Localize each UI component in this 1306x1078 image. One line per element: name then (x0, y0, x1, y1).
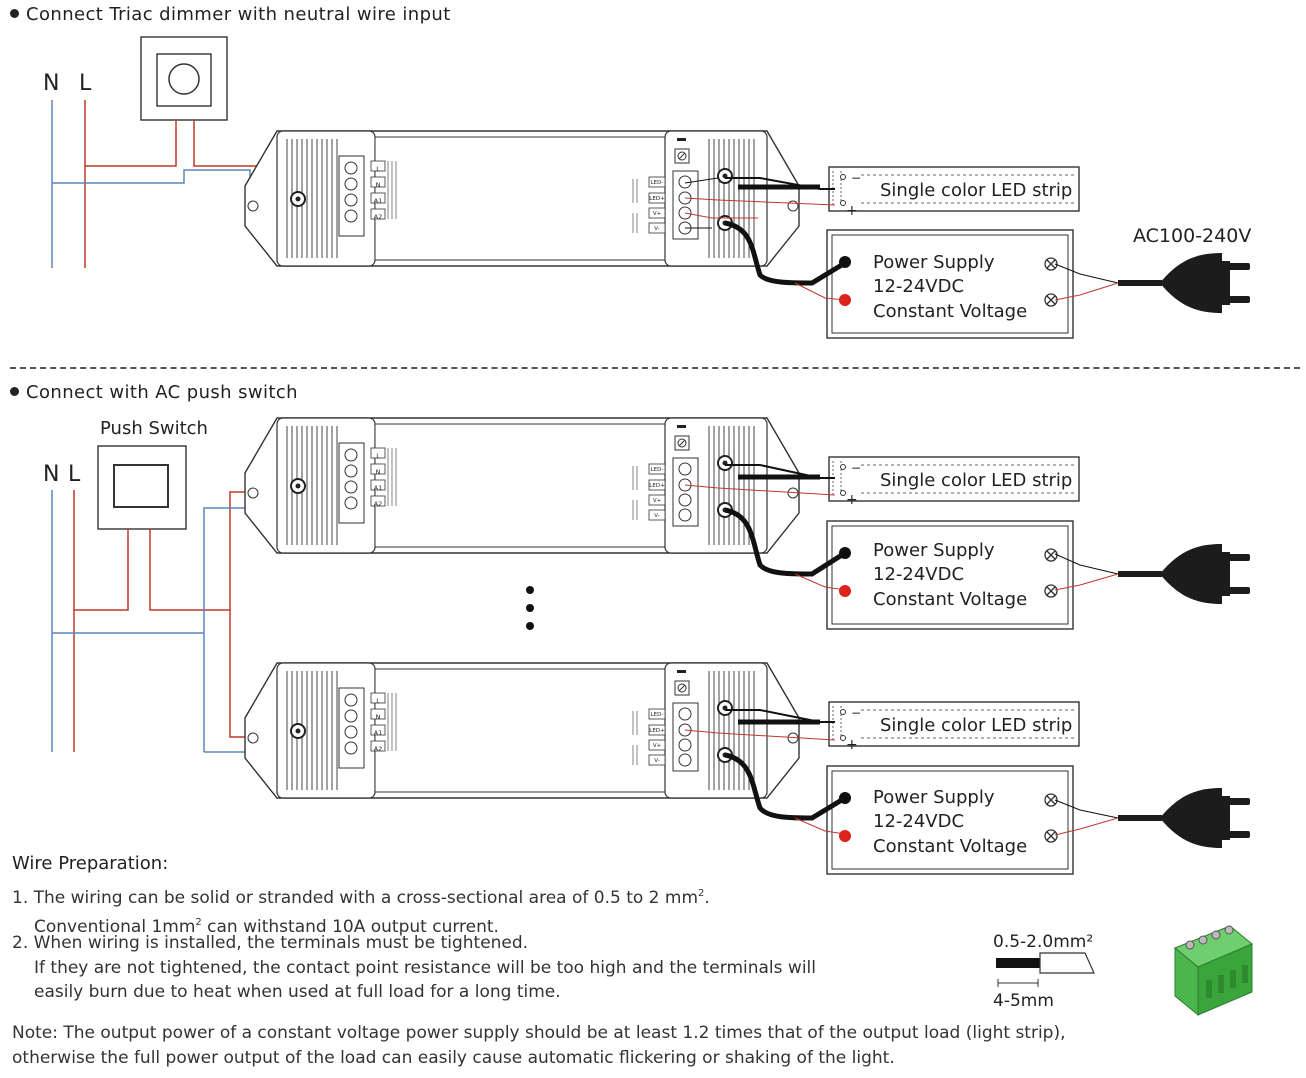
terminal-label-a2: A2 (374, 745, 383, 753)
section1-title: Connect Triac dimmer with neutral wire i… (10, 4, 451, 25)
ellipsis-dot (526, 586, 534, 594)
terminal-label-ledminus: LED- (651, 712, 664, 718)
item1-line2b: can withstand 10A output current. (201, 916, 499, 937)
led-strip-minus: − (851, 171, 861, 185)
section1-title-text: Connect Triac dimmer with neutral wire i… (26, 4, 451, 25)
led-strip-label: Single color LED strip (880, 715, 1072, 736)
psu-line1: Power Supply (873, 540, 995, 561)
wire-prep-title: Wire Preparation: (12, 853, 169, 874)
led-strip-plus: + (846, 203, 858, 219)
terminal-label-a1: A1 (374, 729, 383, 737)
ac-voltage-label: AC100-240V (1133, 225, 1251, 247)
psu-line3: Constant Voltage (873, 301, 1027, 322)
cross-section-label: 0.5-2.0mm² (993, 932, 1093, 952)
green-terminal-block (1174, 925, 1253, 1017)
plug-2 (1118, 544, 1250, 604)
note-line1: Note: The output power of a constant vol… (12, 1023, 1066, 1043)
item2-line2: If they are not tightened, the contact p… (34, 957, 816, 978)
terminal-label-vminus: V- (654, 226, 659, 232)
psu-line2: 12-24VDC (873, 276, 964, 297)
psu-line1: Power Supply (873, 252, 995, 273)
terminal-label-ledplus: LED+ (649, 196, 665, 202)
terminal-label-n: N (376, 468, 381, 476)
stripped-wire-illustration (996, 952, 1095, 987)
terminal-label-ledplus: LED+ (649, 728, 665, 734)
ellipsis-dot (526, 604, 534, 612)
section-divider (10, 367, 1300, 369)
led-strip-minus: − (851, 706, 861, 720)
terminal-label-vplus: V+ (653, 498, 662, 504)
led-strip-plus: + (846, 492, 858, 508)
item1-sup: 2 (698, 888, 705, 899)
terminal-label-l: L (376, 452, 380, 460)
terminal-label-a2: A2 (374, 500, 383, 508)
terminal-label-ledplus: LED+ (649, 483, 665, 489)
push-switch (97, 445, 187, 530)
terminal-label-vplus: V+ (653, 743, 662, 749)
note-line2: otherwise the full power output of the l… (12, 1047, 895, 1068)
strip-length-label: 4-5mm (993, 991, 1054, 1011)
item1-line2-sup: 2 (195, 916, 202, 928)
wire-prep-item2: 2. When wiring is installed, the termina… (12, 931, 816, 1005)
terminal-label-n: N (376, 713, 381, 721)
led-strip-label: Single color LED strip (880, 180, 1072, 201)
terminal-label-ledminus: LED- (651, 180, 664, 186)
l-label: L (79, 71, 92, 96)
controller-1 (244, 130, 800, 267)
push-switch-label: Push Switch (100, 418, 208, 439)
led-strip-label: Single color LED strip (880, 470, 1072, 491)
led-strip-minus: − (851, 461, 861, 475)
terminal-label-vminus: V- (654, 758, 659, 764)
terminal-label-vplus: V+ (653, 211, 662, 217)
n-label: N (43, 71, 59, 96)
terminal-label-n: N (376, 181, 381, 189)
item1-line2a: Conventional 1mm (34, 916, 196, 937)
bullet-icon (10, 9, 19, 18)
item1-line1: 1. The wiring can be solid or stranded w… (12, 888, 699, 908)
section2-title: Connect with AC push switch (10, 382, 298, 403)
psu-line3: Constant Voltage (873, 836, 1027, 857)
ellipsis-dot (526, 622, 534, 630)
psu-line2: 12-24VDC (873, 564, 964, 585)
led-strip-plus: + (846, 737, 858, 753)
section2-title-text: Connect with AC push switch (26, 382, 298, 403)
terminal-label-a1: A1 (374, 484, 383, 492)
psu-line1: Power Supply (873, 787, 995, 808)
bullet-icon (10, 387, 19, 396)
n-label-2: N (43, 462, 59, 487)
plug-1 (1118, 253, 1250, 313)
terminal-label-l: L (376, 165, 380, 173)
terminal-label-l: L (376, 697, 380, 705)
wire-prep-item1: 1. The wiring can be solid or stranded w… (12, 882, 710, 939)
terminal-label-a1: A1 (374, 197, 383, 205)
item1-end: . (704, 888, 710, 908)
terminal-label-vminus: V- (654, 513, 659, 519)
note: Note: The output power of a constant vol… (12, 1021, 1066, 1070)
triac-dimmer (140, 36, 228, 121)
plug-3 (1118, 788, 1250, 848)
terminal-label-a2: A2 (374, 213, 383, 221)
controller-3 (244, 662, 800, 799)
terminal-label-ledminus: LED- (651, 467, 664, 473)
controller-2 (244, 417, 800, 554)
item2-line1: 2. When wiring is installed, the termina… (12, 933, 529, 953)
l-label-2: L (68, 462, 81, 487)
item2-line3: easily burn due to heat when used at ful… (34, 982, 561, 1002)
psu-line3: Constant Voltage (873, 589, 1027, 610)
psu-line2: 12-24VDC (873, 811, 964, 832)
